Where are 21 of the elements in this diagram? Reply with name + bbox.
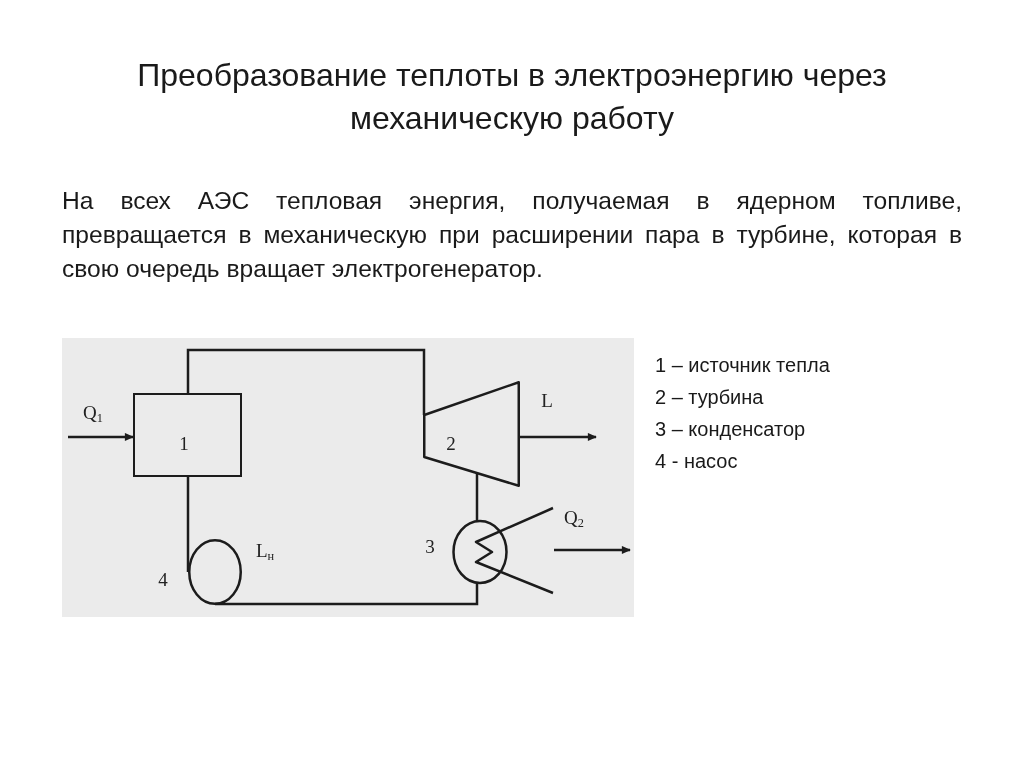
body-paragraph: На всех АЭС тепловая энергия, получаемая в ядерном топливе, превращается в механическую при расширении пара в турбине, которая в свою очередь вращает электрогенератор. [62,186,962,284]
connector-line [186,348,426,415]
slide-title: Преобразование теплоты в электроэнергию через механическую работу [136,56,888,138]
arrow [68,432,134,442]
legend-text: 1 – источник тепла [655,353,830,377]
legend-text: 3 – конденсатор [655,417,806,441]
connector-line [475,473,479,521]
node-label: 2 [446,433,456,455]
heat-source-box [133,393,242,477]
callout-number: 4 [158,569,168,591]
edge-label: Q$_{1}$ [83,402,103,424]
legend-text: 2 – турбина [655,385,764,409]
legend-text: 4 - насос [655,449,738,473]
node-label: 1 [179,433,189,455]
work-label: L$_{н}$ [255,540,275,562]
arrow [554,545,631,555]
connector-line [186,477,190,572]
arrow [520,432,597,442]
edge-label: L [541,390,553,412]
callout-number: 3 [425,536,435,558]
edge-label: Q$_{2}$ [564,507,584,529]
